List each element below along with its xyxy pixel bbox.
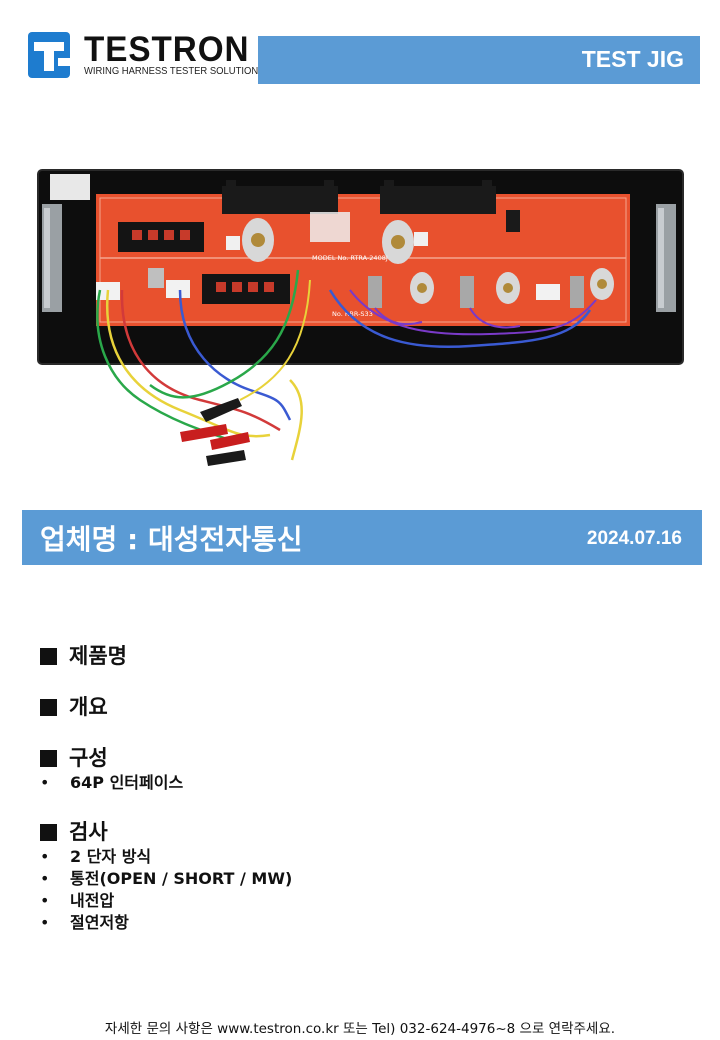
board-model-label: MODEL No. RTRA-2408J — [312, 254, 388, 262]
section-title: 제품명 — [69, 644, 127, 668]
section-product-name: 제품명 — [40, 642, 127, 670]
section-title: 구성 — [69, 746, 108, 770]
list-item: 절연저항 — [40, 912, 292, 934]
composition-list: 64P 인터페이스 — [40, 772, 183, 794]
document-date: 2024.07.16 — [586, 528, 682, 549]
testron-logo-icon — [28, 32, 70, 78]
logo-tagline: WIRING HARNESS TESTER SOLUTIONS — [84, 65, 265, 77]
section-title: 개요 — [69, 695, 108, 719]
list-item: 64P 인터페이스 — [40, 772, 183, 794]
test-jig-photo: MODEL No. RTRA-2408J No. RBR-S33 — [37, 169, 684, 466]
square-bullet-icon — [40, 698, 57, 716]
inspection-list: 2 단자 방식 통전(OPEN / SHORT / MW) 내전압 절연저항 — [40, 846, 292, 934]
section-inspection: 검사 2 단자 방식 통전(OPEN / SHORT / MW) 내전압 절연저… — [40, 818, 292, 934]
header-title: TEST JIG — [581, 46, 684, 72]
section-composition: 구성 64P 인터페이스 — [40, 744, 183, 794]
square-bullet-icon — [40, 823, 57, 841]
logo-name: TESTRON — [84, 30, 250, 69]
section-title: 검사 — [69, 820, 108, 844]
footer-contact: 자세한 문의 사항은 www.testron.co.kr 또는 Tel) 032… — [104, 1021, 616, 1037]
testron-logo: TESTRON WIRING HARNESS TESTER SOLUTIONS — [28, 30, 264, 80]
list-item: 내전압 — [40, 890, 292, 912]
company-bar: 업체명 : 대성전자통신 2024.07.16 — [22, 510, 702, 565]
section-overview: 개요 — [40, 693, 108, 721]
list-item: 2 단자 방식 — [40, 846, 292, 868]
square-bullet-icon — [40, 749, 57, 767]
list-item: 통전(OPEN / SHORT / MW) — [40, 868, 292, 890]
board-part-label: No. RBR-S33 — [332, 310, 373, 318]
square-bullet-icon — [40, 647, 57, 665]
company-name: 업체명 : 대성전자통신 — [40, 523, 303, 556]
header-bar: TEST JIG — [258, 36, 700, 84]
